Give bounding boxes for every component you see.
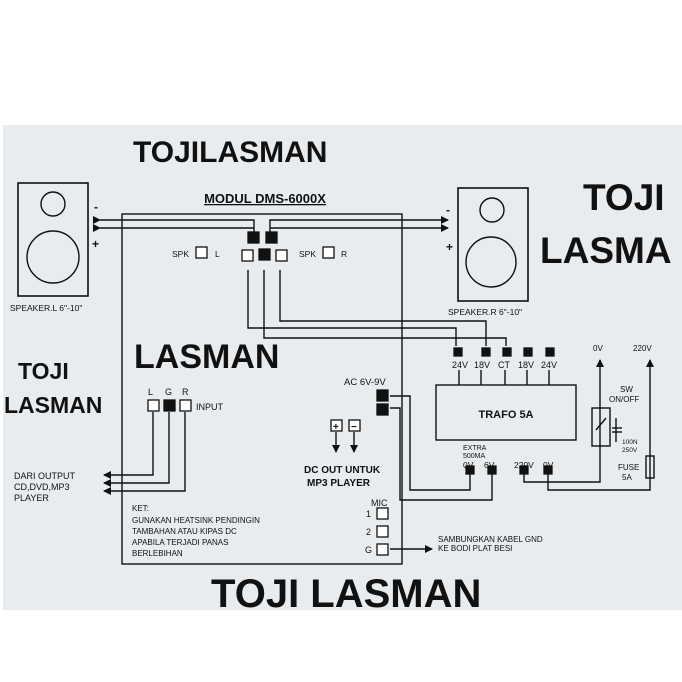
trafo-extra-line2: 500MA bbox=[463, 453, 486, 460]
ac-input-label: AC 6V-9V bbox=[344, 377, 386, 388]
switch-label1: SW bbox=[620, 385, 633, 394]
source-line2: CD,DVD,MP3 bbox=[14, 482, 70, 492]
output-connector-pin bbox=[258, 248, 271, 261]
note-line3: APABILA TERJADI PANAS bbox=[132, 538, 228, 547]
trafo-name: TRAFO 5A bbox=[479, 409, 534, 421]
cap-label1: 100N bbox=[622, 439, 638, 446]
watermark-left-line1: TOJI bbox=[18, 358, 69, 384]
fuse-symbol bbox=[645, 455, 655, 479]
trafo-tap-pin bbox=[502, 347, 512, 357]
dc-out-plus-pin bbox=[330, 419, 343, 432]
left-minus-mark: - bbox=[94, 200, 98, 214]
input-label: INPUT bbox=[196, 402, 224, 412]
spk-left-plus-terminal bbox=[195, 246, 208, 259]
gnd-note-line2: KE BODI PLAT BESI bbox=[438, 544, 512, 553]
trafo-bottom-pin bbox=[543, 465, 553, 475]
right-plus-mark: + bbox=[446, 240, 453, 254]
watermark-left-line2: LASMAN bbox=[4, 392, 103, 418]
watermark-top: TOJILASMAN bbox=[133, 136, 328, 169]
trafo-bottom-pin bbox=[465, 465, 475, 475]
fuse-label1: FUSE bbox=[618, 463, 639, 472]
speaker-right-label: SPEAKER.R 6"-10" bbox=[448, 307, 522, 317]
trafo-tap-pin bbox=[481, 347, 491, 357]
left-plus-mark: + bbox=[92, 237, 99, 251]
speaker-connector-pin bbox=[265, 231, 278, 244]
mains-220v: 220V bbox=[633, 344, 652, 353]
watermark-middle: LASMAN bbox=[134, 338, 280, 376]
spk-right-label: SPK bbox=[299, 249, 316, 259]
cap-label2: 250V bbox=[622, 447, 638, 454]
gnd-note-line1: SAMBUNGKAN KABEL GND bbox=[438, 535, 543, 544]
mains-0v: 0V bbox=[593, 344, 603, 353]
paper-sheet bbox=[3, 125, 682, 610]
mic-title: MIC bbox=[371, 498, 388, 508]
trafo-bottom-pin bbox=[487, 465, 497, 475]
spk-left-label: SPK bbox=[172, 249, 189, 259]
speaker-left-icon bbox=[17, 182, 89, 297]
watermark-right-line1: TOJI bbox=[583, 177, 665, 218]
switch-label2: ON/OFF bbox=[609, 395, 639, 404]
source-line1: DARI OUTPUT bbox=[14, 471, 76, 481]
input-pin-r bbox=[179, 399, 192, 412]
input-l-label: L bbox=[148, 387, 153, 397]
module-outline bbox=[121, 213, 403, 565]
output-connector-pin bbox=[275, 249, 288, 262]
output-connector-pin bbox=[241, 249, 254, 262]
trafo-tap-pin bbox=[453, 347, 463, 357]
switch-symbol bbox=[591, 407, 611, 447]
dc-minus-label: − bbox=[351, 422, 357, 433]
ac-input-pin bbox=[376, 403, 389, 416]
input-r-label: R bbox=[182, 387, 189, 397]
dc-plus-label: + bbox=[333, 422, 339, 433]
watermark-bottom: TOJI LASMAN bbox=[211, 572, 482, 616]
dc-out-minus-pin bbox=[348, 419, 361, 432]
input-pin-l bbox=[147, 399, 160, 412]
speaker-left-label: SPEAKER.L 6"-10" bbox=[10, 303, 82, 313]
speaker-right-icon bbox=[457, 187, 529, 302]
trafo-tap-pin bbox=[523, 347, 533, 357]
mic-pin-g bbox=[376, 543, 389, 556]
spk-left-channel: L bbox=[215, 249, 220, 259]
mic-pin-1-label: 1 bbox=[366, 509, 371, 519]
input-pin-g bbox=[163, 399, 176, 412]
note-line2: TAMBAHAN ATAU KIPAS DC bbox=[132, 527, 237, 536]
mic-pin-2 bbox=[376, 525, 389, 538]
spk-right-plus-terminal bbox=[322, 246, 335, 259]
note-line1: GUNAKAN HEATSINK PENDINGIN bbox=[132, 516, 260, 525]
trafo-bottom-pin bbox=[519, 465, 529, 475]
note-line4: BERLEBIHAN bbox=[132, 549, 183, 558]
mic-pin-g-label: G bbox=[365, 545, 372, 555]
speaker-connector-pin bbox=[247, 231, 260, 244]
dc-out-line2: MP3 PLAYER bbox=[307, 478, 371, 489]
spk-right-channel: R bbox=[341, 249, 347, 259]
module-title: MODUL DMS-6000X bbox=[204, 191, 326, 206]
trafo-tap-pin bbox=[545, 347, 555, 357]
fuse-label2: 5A bbox=[622, 473, 632, 482]
note-title: KET: bbox=[132, 504, 149, 513]
dc-out-line1: DC OUT UNTUK bbox=[304, 465, 381, 476]
trafo-box bbox=[435, 384, 577, 441]
trafo-extra-line1: EXTRA bbox=[463, 445, 487, 452]
source-line3: PLAYER bbox=[14, 493, 49, 503]
input-g-label: G bbox=[165, 387, 172, 397]
mic-pin-1 bbox=[376, 507, 389, 520]
ac-input-pin bbox=[376, 389, 389, 402]
watermark-right-line2: LASMA bbox=[540, 230, 672, 271]
mic-pin-2-label: 2 bbox=[366, 527, 371, 537]
right-minus-mark: - bbox=[446, 203, 450, 217]
